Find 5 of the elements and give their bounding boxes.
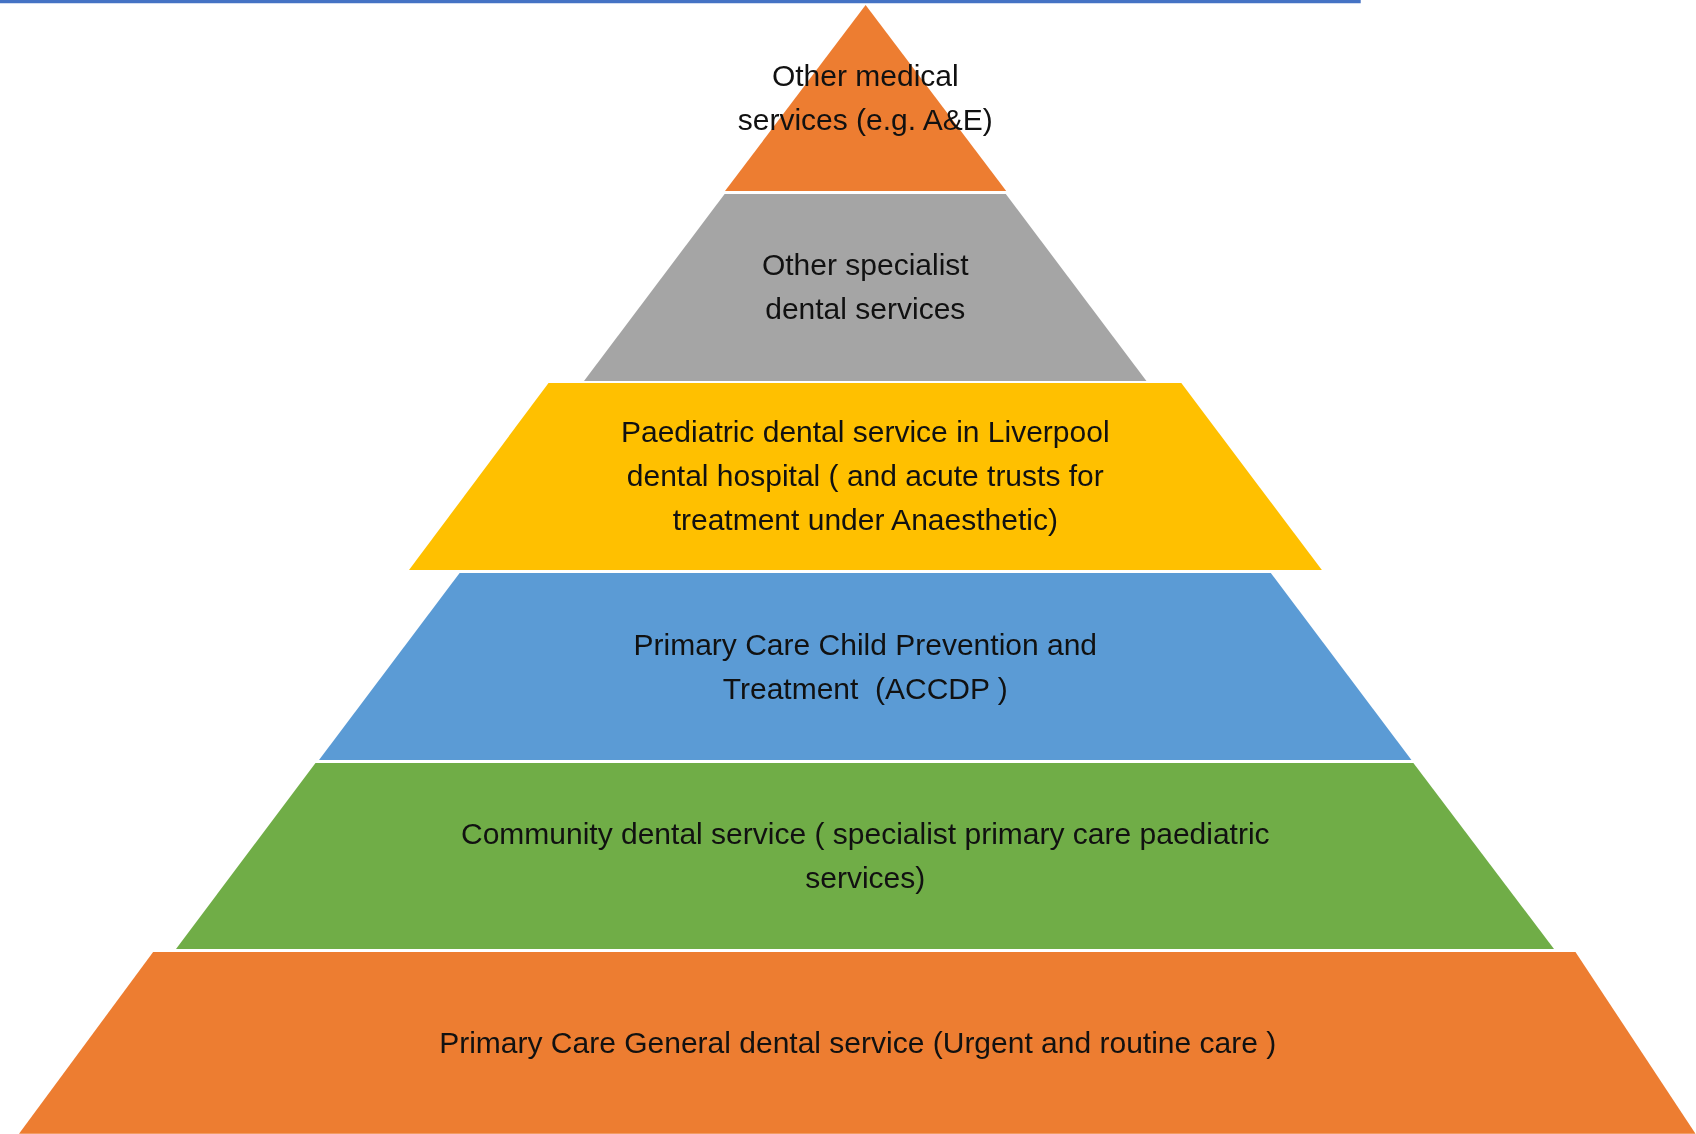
tier-label: Primary Care General dental service (Urgent and routine care ) — [438, 1024, 1278, 1061]
tier-label: Other specialist dental services — [760, 247, 970, 328]
tier-label: Paediatric dental service in Liverpool dental hospital ( and acute trusts for treatment under Anaesthetic) — [619, 414, 1111, 539]
tier-label: Primary Care Child Prevention and Treatment (ACCDP ) — [632, 626, 1099, 707]
tier-label: Community dental service ( specialist primary care paediatric services) — [459, 815, 1271, 896]
